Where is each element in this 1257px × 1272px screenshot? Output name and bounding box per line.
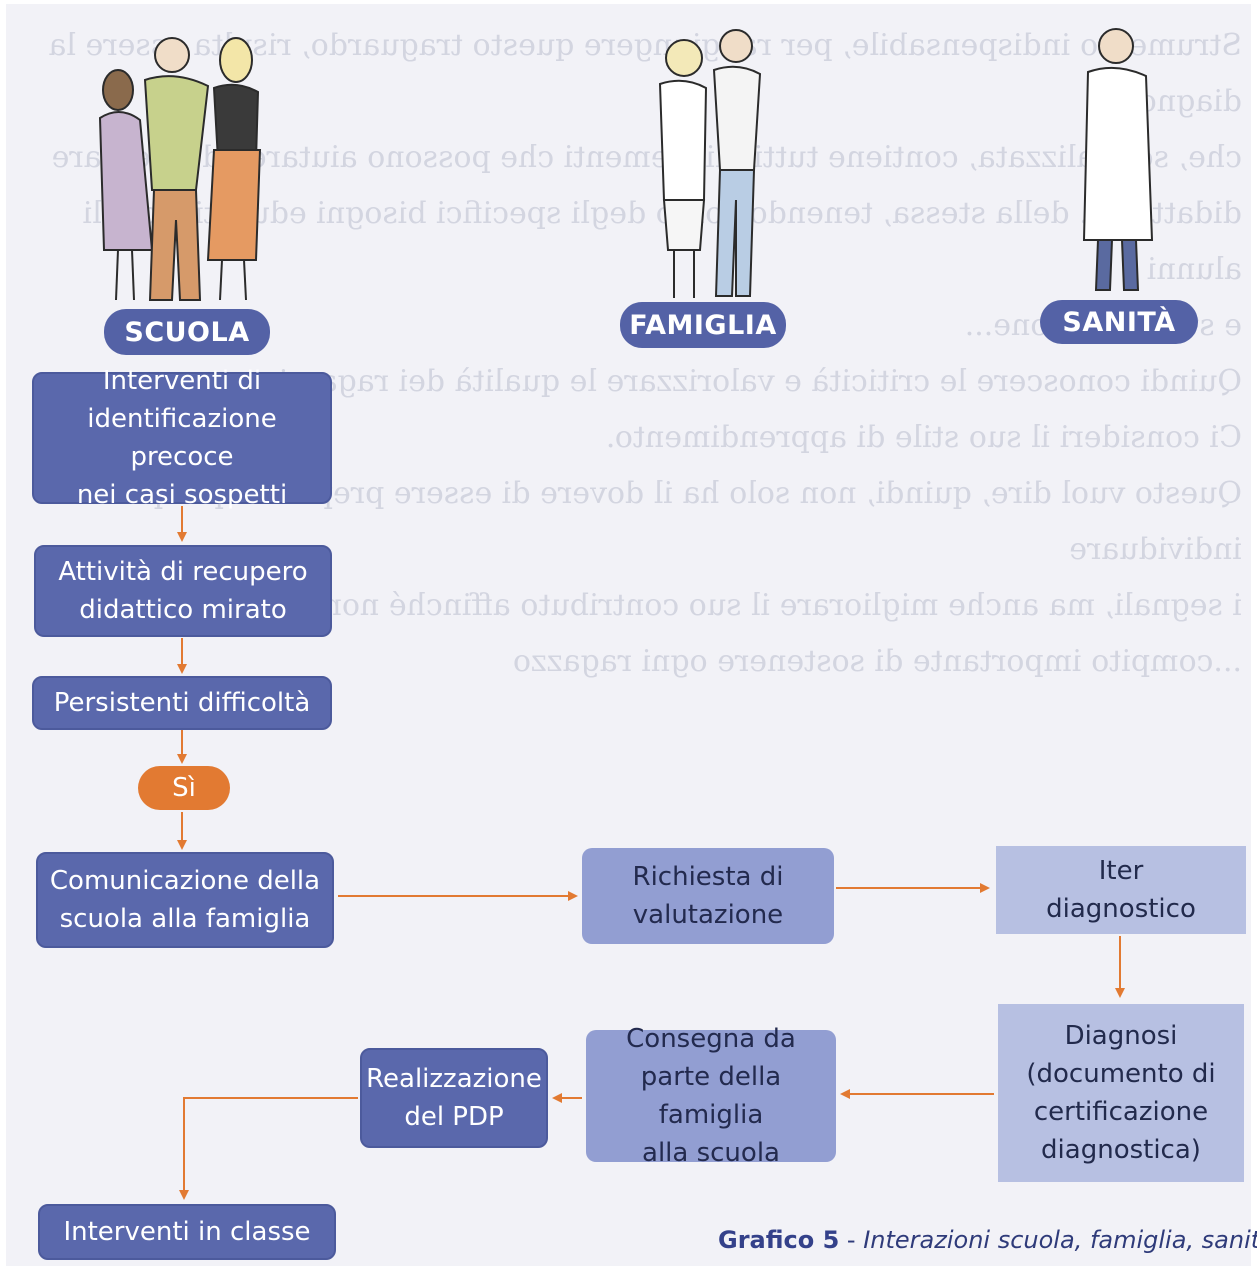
caption-text: Interazioni scuola, famiglia, sanità	[863, 1226, 1257, 1254]
figure-caption: Grafico 5 - Interazioni scuola, famiglia…	[718, 1226, 1257, 1254]
label-sanita: SANITÀ	[1040, 300, 1198, 344]
box-richiesta-valutazione: Richiesta di valutazione	[582, 848, 834, 944]
box-recupero-didattico: Attività di recupero didattico mirato	[34, 545, 332, 637]
illustrations	[98, 28, 1154, 301]
box-persistenti-difficolta: Persistenti difficoltà	[32, 676, 332, 730]
box-consegna-scuola: Consegna da parte della famiglia alla sc…	[586, 1024, 836, 1168]
box-realizzazione-pdp: Realizzazione del PDP	[360, 1048, 548, 1148]
caption-separator: -	[839, 1226, 864, 1254]
box-si: Sì	[138, 766, 230, 810]
doctor-illustration	[1082, 28, 1154, 291]
box-interventi-classe: Interventi in classe	[38, 1204, 336, 1260]
teacher-group-illustration	[98, 37, 262, 301]
box-diagnosi: Diagnosi (documento di certificazione di…	[998, 1004, 1244, 1182]
family-couple-illustration	[658, 29, 762, 298]
label-scuola: SCUOLA	[104, 309, 270, 355]
arrow-realizzazione-interventi	[179, 1097, 358, 1200]
label-famiglia: FAMIGLIA	[620, 302, 786, 348]
box-comunicazione-famiglia: Comunicazione della scuola alla famiglia	[36, 852, 334, 948]
caption-label: Grafico 5	[718, 1226, 840, 1254]
box-identificazione-precoce: Interventi di identificazione precoce ne…	[32, 366, 332, 510]
box-iter-diagnostico: Iter diagnostico	[996, 846, 1246, 934]
